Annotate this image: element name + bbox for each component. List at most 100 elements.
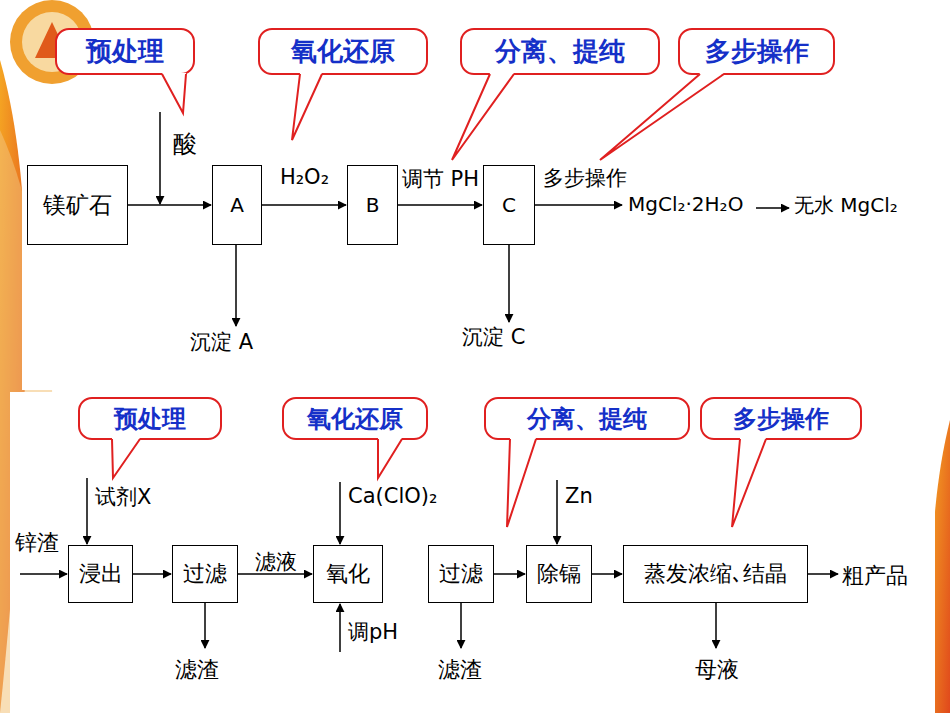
process-box: 除镉 [526, 545, 592, 603]
annotation-label: 试剂X [95, 483, 151, 511]
white-panel [10, 392, 935, 713]
reagent-arrow [339, 482, 341, 544]
annotation-label: 调pH [348, 618, 398, 646]
flow-arrow [592, 573, 622, 575]
callout-text: 预处理 [86, 34, 164, 69]
tail-fill [452, 73, 514, 160]
annotation-label: Ca(ClO)₂ [348, 484, 437, 508]
output-arrow [756, 207, 789, 209]
annotation-label: 母液 [695, 655, 739, 685]
annotation-label: Zn [565, 484, 593, 508]
box-label: 镁矿石 [43, 190, 112, 221]
tail-line [507, 439, 536, 527]
process-box: 过滤 [172, 545, 238, 603]
annotation-label: 滤渣 [438, 655, 482, 685]
box-label: 蒸发浓缩､结晶 [644, 559, 787, 589]
tail-fill [112, 438, 140, 478]
flow-arrow [128, 204, 211, 206]
process-box: 氧化 [313, 545, 383, 603]
edge-label: 调节 PH [402, 165, 479, 193]
tail-line [732, 439, 766, 527]
annotation-label: 无水 MgCl₂ [794, 192, 898, 219]
callout-text: 分离、提纯 [495, 34, 625, 69]
process-box: 浸出 [68, 545, 133, 603]
annotation-label: 粗产品 [842, 561, 908, 591]
tail-line [452, 74, 514, 160]
callout-bubble: 多步操作 [700, 397, 862, 440]
box-label: 除镉 [537, 559, 581, 589]
callout-bubble: 多步操作 [678, 28, 835, 75]
process-box: 蒸发浓缩､结晶 [623, 545, 808, 603]
callout-text: 预处理 [114, 403, 186, 435]
tail-fill [292, 73, 322, 140]
residue-arrow [715, 603, 717, 648]
callout-text: 分离、提纯 [527, 403, 647, 435]
box-label: B [366, 193, 380, 217]
annotation-label: 锌渣 [15, 528, 59, 558]
tail-line [162, 74, 186, 113]
callout-bubble: 分离、提纯 [460, 28, 660, 75]
tail-fill [507, 438, 536, 527]
process-box: B [347, 165, 398, 245]
tail-fill [162, 73, 186, 113]
annotation-label: 多步操作 [543, 164, 627, 192]
annotation-label: 滤渣 [175, 655, 219, 685]
callout-bubble: 氧化还原 [282, 397, 428, 440]
flow-arrow [494, 573, 525, 575]
tail-fill [600, 73, 724, 160]
flow-arrow [133, 573, 171, 575]
left-swoosh [0, 60, 26, 713]
tail-line [112, 439, 140, 478]
box-label: 过滤 [183, 559, 227, 589]
annotation-label: 酸 [173, 128, 197, 160]
white-panel [22, 100, 937, 390]
tail-line [378, 439, 402, 478]
callout-bubble: 预处理 [78, 397, 222, 440]
callout-bubble: 预处理 [55, 28, 195, 75]
flow-arrow [262, 204, 346, 206]
annotation-label: 沉淀 A [190, 328, 253, 356]
process-box: 镁矿石 [27, 165, 128, 245]
flow-arrow [398, 204, 482, 206]
arrow-group [20, 112, 838, 652]
reagent-arrow [556, 480, 558, 544]
box-label: 氧化 [326, 559, 370, 589]
annotation-label: 沉淀 C [462, 323, 525, 351]
box-label: 浸出 [79, 559, 123, 589]
annotation-label: MgCl₂·2H₂O [628, 192, 743, 216]
residue-arrow [204, 603, 206, 648]
precipitate-arrow [508, 245, 510, 322]
input-arrow [20, 573, 67, 575]
process-box: 过滤 [428, 545, 494, 603]
tail-line [292, 74, 322, 140]
callout-bubble: 氧化还原 [258, 28, 428, 75]
residue-arrow [460, 603, 462, 648]
edge-label: 滤液 [255, 548, 297, 576]
tail-line [600, 74, 724, 160]
callout-bubble: 分离、提纯 [484, 397, 690, 440]
reagent-arrow [339, 604, 341, 652]
precipitate-arrow [235, 245, 237, 326]
reagent-arrow [86, 478, 88, 544]
box-label: C [502, 193, 516, 217]
callout-text: 多步操作 [733, 403, 829, 435]
box-label: A [230, 193, 244, 217]
right-band [931, 420, 950, 713]
output-arrow [808, 573, 838, 575]
edge-label: H₂O₂ [280, 165, 329, 189]
reagent-arrow [159, 112, 161, 204]
callout-text: 多步操作 [705, 34, 809, 69]
process-box: A [212, 165, 262, 245]
box-label: 过滤 [439, 559, 483, 589]
callout-text: 氧化还原 [291, 34, 395, 69]
process-box: C [483, 165, 535, 245]
tail-fill [378, 438, 402, 478]
tail-group [112, 73, 766, 527]
tail-fill [732, 438, 766, 527]
callout-text: 氧化还原 [307, 403, 403, 435]
output-arrow [535, 204, 622, 206]
